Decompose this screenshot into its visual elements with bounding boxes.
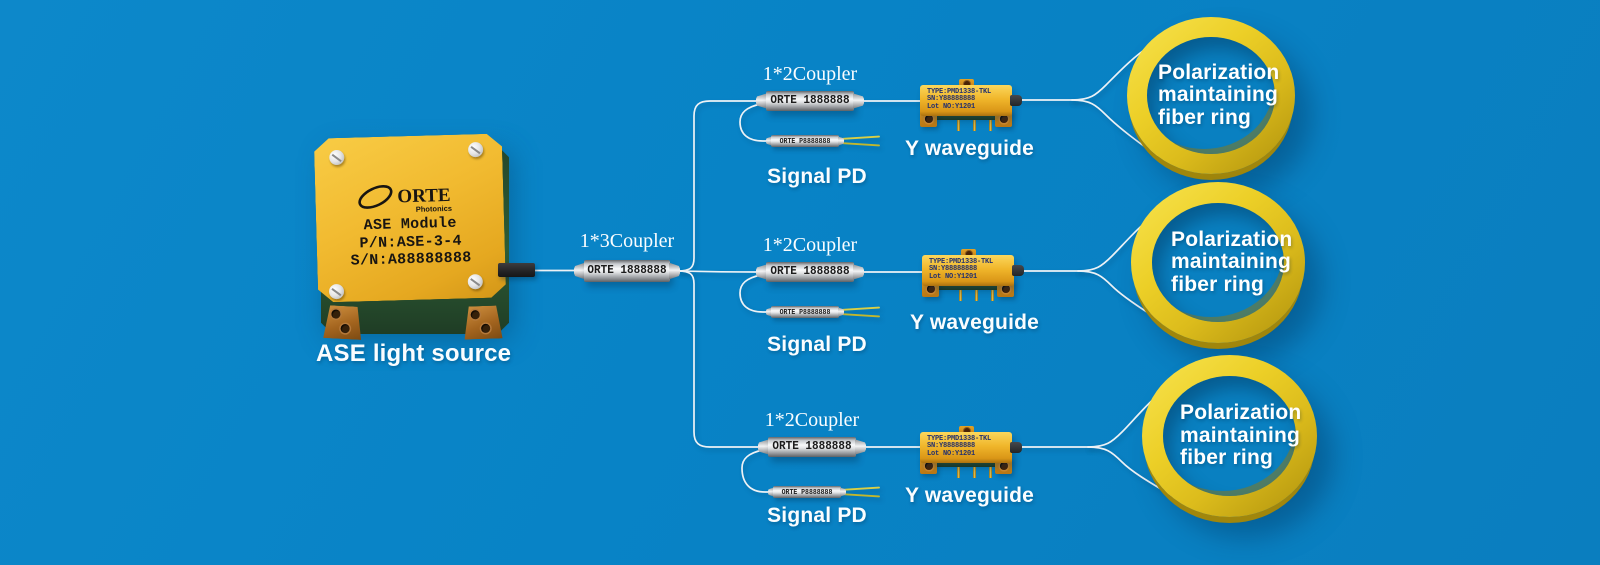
ywg-pin bbox=[957, 465, 960, 478]
orte-logo-swoosh-icon bbox=[356, 182, 394, 212]
signal-pd-marking-row3: ORTE P8888888 bbox=[781, 488, 833, 496]
ywg-pin bbox=[991, 288, 994, 301]
coupler-cap-icon bbox=[855, 439, 866, 455]
coupler-1x2-marking-row2: ORTE 1888888 bbox=[770, 265, 850, 279]
coupler-1x2-marking-row3: ORTE 1888888 bbox=[772, 440, 852, 454]
mounting-lug-right bbox=[463, 305, 502, 339]
coupler-1x2-label-row2: 1*2Coupler bbox=[762, 234, 858, 256]
ywg-fiber-stub bbox=[1010, 95, 1022, 106]
pd-pigtail-row1-b bbox=[842, 142, 880, 147]
y-waveguide-row2: TYPE:PMD1338-TKL SN:Y88888888 Lot NO:Y12… bbox=[922, 249, 1024, 301]
ase-module-faceplate: ORTE Photonics ASE Module P/N:ASE-3-4 S/… bbox=[314, 133, 507, 302]
signal-pd-marking-row1: ORTE P8888888 bbox=[779, 137, 831, 145]
pd-cap-icon bbox=[840, 487, 846, 497]
ring-hole bbox=[1147, 37, 1275, 154]
ywg-type: TYPE:PMD1338-TKL bbox=[927, 434, 992, 443]
ywg-top-tab bbox=[959, 426, 974, 436]
pd-cap-icon bbox=[838, 136, 844, 146]
pd-pigtail-row2-b bbox=[842, 313, 880, 318]
ywg-sn: SN:Y88888888 bbox=[927, 442, 976, 451]
ywg-pin bbox=[989, 118, 992, 131]
ywg-sn: SN:Y88888888 bbox=[929, 265, 978, 274]
pm-fiber-ring-text-row2: Polarization maintaining fiber ring bbox=[1171, 227, 1293, 296]
pd-pigtail-row3-a bbox=[842, 486, 880, 491]
pm-fiber-ring-text-row1: Polarization maintaining fiber ring bbox=[1158, 60, 1280, 129]
ywg-body: TYPE:PMD1338-TKL SN:Y88888888 Lot NO:Y12… bbox=[920, 85, 1012, 116]
signal-pd-row3: ORTE P8888888 bbox=[768, 486, 846, 498]
y-waveguide-row1: TYPE:PMD1338-TKL SN:Y88888888 Lot NO:Y12… bbox=[920, 79, 1022, 131]
fiber-boot bbox=[498, 263, 535, 277]
orte-logo-text: ORTE bbox=[397, 185, 451, 207]
coupler-1x3-marking: ORTE 1888888 bbox=[587, 264, 667, 278]
ring-hole bbox=[1152, 203, 1284, 322]
coupler-1x2-marking-row1: ORTE 1888888 bbox=[770, 94, 850, 108]
fiber-1x3-branch-top bbox=[677, 100, 761, 272]
pd-pigtail-row3-b bbox=[842, 493, 880, 498]
ywg-pin bbox=[973, 465, 976, 478]
coupler-1x2-row3: ORTE 1888888 bbox=[758, 437, 866, 457]
signal-pd-label-row3: Signal PD bbox=[767, 504, 867, 527]
ywg-top-tab bbox=[959, 79, 974, 89]
ywg-pin bbox=[959, 288, 962, 301]
ywg-top-tab bbox=[961, 249, 976, 259]
pm-fiber-ring-row3: Polarization maintaining fiber ring bbox=[1142, 355, 1317, 517]
coupler-1x2-label-row1: 1*2Coupler bbox=[762, 63, 858, 85]
pm-fiber-ring-row1: Polarization maintaining fiber ring bbox=[1127, 17, 1295, 174]
ywg-lot: Lot NO:Y1201 bbox=[929, 272, 978, 281]
coupler-cap-icon bbox=[669, 262, 680, 280]
ywg-lot: Lot NO:Y1201 bbox=[927, 449, 976, 458]
orte-logo-subtext: Photonics bbox=[416, 204, 453, 214]
signal-pd-row1: ORTE P8888888 bbox=[766, 135, 844, 147]
ase-module-sn: S/N:A88888888 bbox=[350, 249, 472, 270]
pm-fiber-ring-row2: Polarization maintaining fiber ring bbox=[1131, 182, 1305, 343]
coupler-1x2-label-row3: 1*2Coupler bbox=[764, 409, 860, 431]
ywg-sn: SN:Y88888888 bbox=[927, 95, 976, 104]
coupler-cap-icon bbox=[853, 264, 864, 280]
ywg-pin bbox=[973, 118, 976, 131]
ywg-fiber-stub bbox=[1010, 442, 1022, 453]
ase-module-markings: ORTE Photonics ASE Module P/N:ASE-3-4 S/… bbox=[314, 133, 507, 302]
coupler-1x2-row2: ORTE 1888888 bbox=[756, 262, 864, 282]
orte-logo: ORTE Photonics bbox=[353, 178, 466, 217]
ywg-body: TYPE:PMD1338-TKL SN:Y88888888 Lot NO:Y12… bbox=[922, 255, 1014, 286]
ywg-pin bbox=[975, 288, 978, 301]
ywg-lot: Lot NO:Y1201 bbox=[927, 102, 976, 111]
y-waveguide-label-row2: Y waveguide bbox=[910, 311, 1040, 334]
ase-light-source-caption: ASE light source bbox=[316, 340, 512, 367]
ywg-pin bbox=[957, 118, 960, 131]
y-waveguide-row3: TYPE:PMD1338-TKL SN:Y88888888 Lot NO:Y12… bbox=[920, 426, 1022, 478]
coupler-cap-icon bbox=[756, 93, 767, 109]
fiber-1x3-branch-mid bbox=[677, 270, 761, 273]
coupler-1x3-label: 1*3Coupler bbox=[579, 230, 675, 252]
ywg-body: TYPE:PMD1338-TKL SN:Y88888888 Lot NO:Y12… bbox=[920, 432, 1012, 463]
pd-pigtail-row1-a bbox=[842, 135, 880, 140]
ring-hole bbox=[1163, 376, 1296, 496]
ywg-type: TYPE:PMD1338-TKL bbox=[929, 257, 994, 266]
y-waveguide-label-row1: Y waveguide bbox=[905, 137, 1035, 160]
y-waveguide-label-row3: Y waveguide bbox=[905, 484, 1035, 507]
signal-pd-label-row2: Signal PD bbox=[767, 333, 867, 356]
pd-pigtail-row2-a bbox=[842, 306, 880, 311]
ywg-type: TYPE:PMD1338-TKL bbox=[927, 87, 992, 96]
signal-pd-label-row1: Signal PD bbox=[767, 165, 867, 188]
ase-light-source-module: ORTE Photonics ASE Module P/N:ASE-3-4 S/… bbox=[314, 133, 512, 340]
signal-pd-row2: ORTE P8888888 bbox=[766, 306, 844, 318]
ywg-fiber-stub bbox=[1012, 265, 1024, 276]
pm-fiber-ring-text-row3: Polarization maintaining fiber ring bbox=[1180, 401, 1302, 470]
signal-pd-marking-row2: ORTE P8888888 bbox=[779, 308, 831, 316]
coupler-1x3: ORTE 1888888 bbox=[574, 260, 680, 282]
ywg-pin bbox=[989, 465, 992, 478]
ywg-pcb bbox=[922, 459, 1010, 467]
ywg-pcb bbox=[924, 282, 1012, 290]
coupler-cap-icon bbox=[853, 93, 864, 109]
coupler-1x2-row1: ORTE 1888888 bbox=[756, 91, 864, 111]
pd-cap-icon bbox=[838, 307, 844, 317]
ywg-pcb bbox=[922, 112, 1010, 120]
